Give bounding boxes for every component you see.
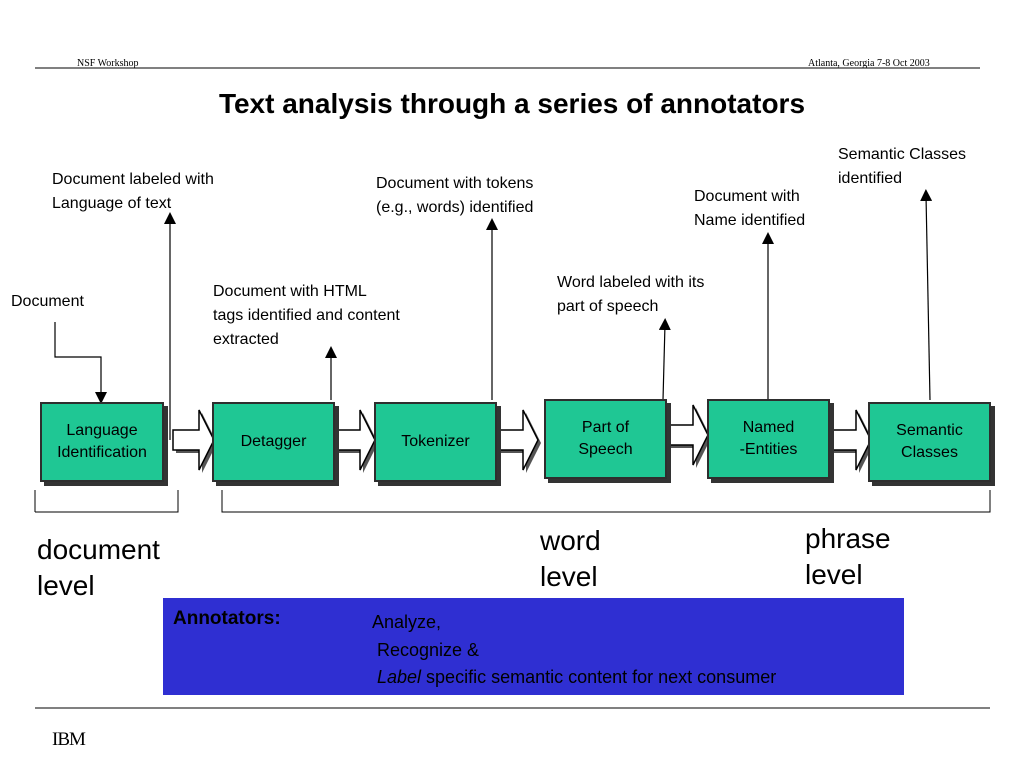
box-tokenizer: Tokenizer bbox=[374, 402, 497, 482]
box-semantic-classes: Semantic Classes bbox=[868, 402, 991, 482]
document-input-arrow bbox=[54, 322, 107, 404]
box-named-entities: Named -Entities bbox=[707, 399, 830, 479]
block-arrow-4 bbox=[665, 404, 711, 468]
caption-language: Document labeled with Language of text bbox=[52, 171, 214, 212]
panel-label-rest: specific semantic content for next consu… bbox=[421, 667, 777, 687]
caption-semantic: Semantic Classes identified bbox=[838, 146, 967, 187]
caption-document: Document bbox=[11, 293, 84, 310]
ibm-logo: IBM bbox=[52, 729, 86, 750]
panel-heading: Annotators bbox=[173, 608, 275, 629]
panel-heading-colon: : bbox=[274, 608, 281, 629]
caption-name: Document with Name identified bbox=[694, 188, 806, 229]
box-part-of-speech: Part of Speech bbox=[544, 399, 667, 479]
box-language-identification: Language Identification bbox=[40, 402, 164, 482]
panel-label-italic: Label bbox=[377, 667, 422, 687]
block-arrow-1 bbox=[172, 409, 217, 473]
panel-line-analyze: Analyze, bbox=[372, 612, 442, 632]
label-phrase-level: phrase level bbox=[805, 523, 891, 590]
semantic-output-arrow bbox=[920, 189, 933, 401]
slide-title: Text analysis through a series of annota… bbox=[218, 88, 806, 119]
word-phrase-bracket bbox=[221, 490, 991, 513]
block-arrow-5 bbox=[829, 409, 874, 473]
caption-html: Document with HTML tags identified and c… bbox=[213, 283, 400, 348]
panel-line-label: Label specific semantic content for next… bbox=[377, 667, 776, 688]
box-detagger: Detagger bbox=[212, 402, 335, 482]
header-workshop: NSF Workshop bbox=[77, 58, 139, 69]
label-document-level: document level bbox=[37, 534, 160, 601]
doc-bracket bbox=[35, 490, 179, 513]
block-arrow-3 bbox=[496, 409, 541, 473]
caption-pos: Word labeled with its part of speech bbox=[557, 274, 705, 315]
pos-output-arrow bbox=[658, 318, 671, 401]
header-location-date: Atlanta, Georgia 7-8 Oct 2003 bbox=[808, 58, 930, 69]
panel-heading-line: Annotators: bbox=[173, 608, 281, 630]
label-word-level: word level bbox=[540, 525, 601, 592]
annotators-panel: Annotators: Analyze, Recognize & Label s… bbox=[163, 598, 904, 695]
caption-tokens: Document with tokens (e.g., words) ident… bbox=[376, 175, 534, 216]
block-arrow-2 bbox=[335, 409, 378, 473]
panel-line-recognize: Recognize & bbox=[377, 640, 480, 660]
